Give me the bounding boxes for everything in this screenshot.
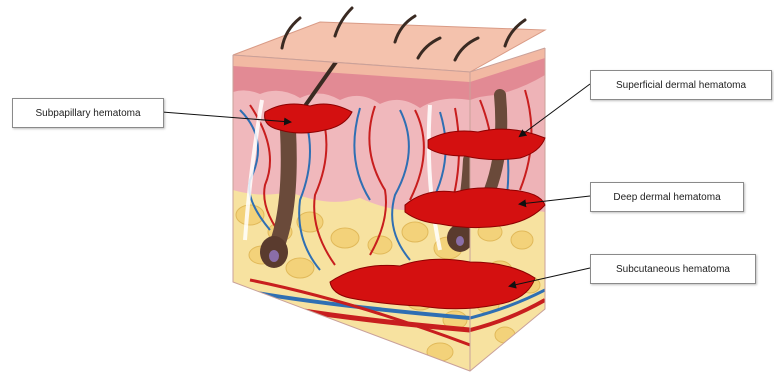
deep-dermal-hematoma-label: Deep dermal hematoma	[590, 182, 744, 212]
superficial-dermal-hematoma-label: Superficial dermal hematoma	[590, 70, 772, 100]
subcutaneous-hematoma-label: Subcutaneous hematoma	[590, 254, 756, 284]
subpapillary-hematoma-label: Subpapillary hematoma	[12, 98, 164, 128]
